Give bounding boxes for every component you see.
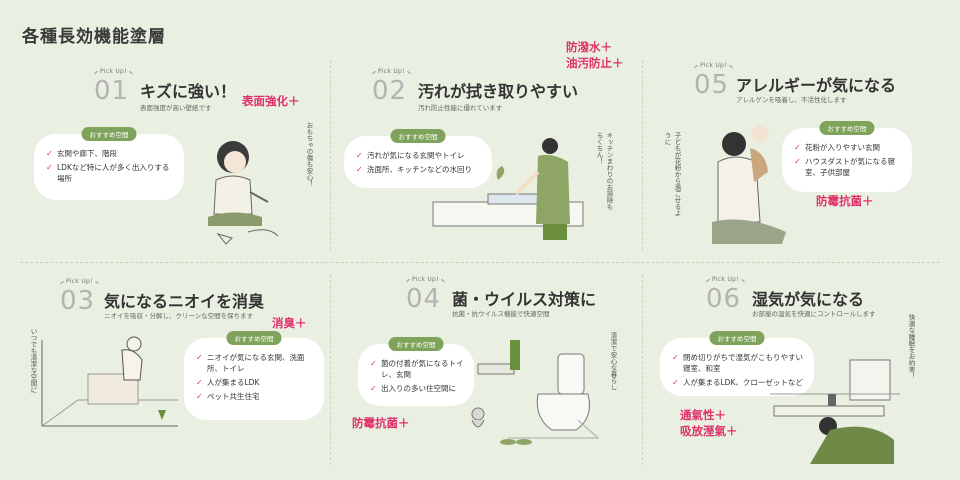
pickup-label: Pick Up! (66, 278, 93, 285)
recommend-bubble: おすすめ空間 ニオイが気になる玄関、洗面所、トイレ 人が集まるLDK ペット共生… (184, 331, 324, 420)
panel-04: Pick Up! 04 菌・ウイルス対策に 抗菌・抗ウイルス機能で快適空間 おす… (338, 270, 638, 480)
feature-tag: 吸放溼氣＋ (680, 424, 738, 438)
handwritten-note: キッチンまわりのお掃除もらくちん！ (595, 132, 613, 210)
recommend-badge: おすすめ空間 (388, 337, 444, 351)
panel-01: Pick Up! 01 キズに強い！ 表面強度が高い壁紙です 表面強化＋ おすす… (28, 62, 328, 272)
panel-subtitle: 表面強度が高い壁紙です (140, 104, 212, 112)
handwritten-note: 快適な睡眠をお約束！ (907, 314, 915, 379)
divider-vertical-2 (642, 60, 643, 250)
recommend-badge: おすすめ空間 (81, 127, 137, 141)
mother-baby-illustration (712, 125, 786, 244)
recommend-item: ニオイが気になる玄関、洗面所、トイレ (196, 352, 314, 374)
recommend-badge: おすすめ空間 (226, 331, 282, 345)
panel-subtitle: お部屋の湿気を快適にコントロールします (752, 310, 876, 318)
recommend-bubble: おすすめ空間 汚れが気になる玄関やトイレ 洗面所、キッチンなどの水回り (344, 129, 492, 188)
feature-tag: 通氣性＋ (680, 408, 726, 422)
recommend-badge: おすすめ空間 (709, 331, 765, 345)
recommend-item: 花粉が入りやすい玄関 (794, 142, 902, 153)
page-title: 各種長効機能塗層 (22, 27, 166, 47)
handwritten-note: 清潔で安心な暮らし (609, 332, 617, 391)
panel-number: 02 (372, 76, 408, 106)
panel-title: アレルギーが気になる (736, 76, 897, 95)
panel-06: Pick Up! 06 湿気が気になる お部屋の湿気を快適にコントロールします … (650, 270, 950, 480)
panel-number: 06 (706, 284, 742, 314)
divider-vertical-1 (330, 60, 331, 250)
recommend-item: 菌の付着が気になるトイレ、玄関 (370, 358, 464, 380)
recommend-bubble: おすすめ空間 閉め切りがちで湿気がこもりやすい寝室、和室 人が集まるLDK、クロ… (660, 331, 814, 396)
pickup-label: Pick Up! (712, 276, 739, 283)
feature-tag: 消臭＋ (272, 316, 307, 330)
kitchen-cleaning-illustration (432, 138, 584, 240)
feature-tag: 表面強化＋ (242, 94, 300, 108)
bedroom-illustration (770, 359, 900, 464)
panel-subtitle: アレルゲンを吸着し、不活性化します (736, 96, 847, 104)
feature-tag: 防霉抗菌＋ (352, 416, 410, 430)
panel-number: 01 (94, 76, 130, 106)
pet-room-illustration (41, 336, 178, 427)
pickup-label: Pick Up! (100, 68, 127, 75)
recommend-item: ハウスダストが気になる寝室、子供部屋 (794, 156, 902, 178)
divider-horizontal (20, 262, 940, 263)
handwritten-note: 子どもが花粉から過ごせるように (663, 132, 681, 217)
panel-subtitle: 抗菌・抗ウイルス機能で快適空間 (452, 310, 550, 318)
recommend-item: 出入りの多い住空間に (370, 383, 464, 394)
recommend-bubble: おすすめ空間 玄関や廊下、階段 LDKなど特に人が多く出入りする場所 (34, 127, 184, 200)
panel-subtitle: 汚れ防止性能に優れています (418, 104, 503, 112)
panel-number: 03 (60, 286, 96, 316)
panel-05: Pick Up! 05 アレルギーが気になる アレルゲンを吸着し、不活性化します… (650, 62, 950, 272)
feature-tag: 防潑水＋ (566, 40, 612, 54)
panel-title: 汚れが拭き取りやすい (418, 82, 579, 101)
recommend-item: 人が集まるLDK、クローゼットなど (672, 377, 804, 388)
recommend-item: 人が集まるLDK (196, 377, 314, 388)
panel-02: Pick Up! 02 汚れが拭き取りやすい 汚れ防止性能に優れています 防潑水… (338, 40, 638, 272)
panel-number: 05 (694, 70, 730, 100)
panel-title: 菌・ウイルス対策に (452, 290, 597, 309)
recommend-badge: おすすめ空間 (390, 129, 446, 143)
panel-03: Pick Up! 03 気になるニオイを消臭 ニオイを吸収・分解し、クリーンな空… (28, 270, 328, 480)
recommend-item: 閉め切りがちで湿気がこもりやすい寝室、和室 (672, 352, 804, 374)
recommend-item: 汚れが気になる玄関やトイレ (356, 150, 482, 161)
recommend-bubble: おすすめ空間 花粉が入りやすい玄関 ハウスダストが気になる寝室、子供部屋 (782, 121, 912, 192)
handwritten-note: おもちゃの傷も安心！ (305, 122, 313, 187)
feature-tag: 油汚防止＋ (566, 56, 624, 70)
feature-tag: 防霉抗菌＋ (816, 194, 874, 208)
recommend-item: 洗面所、キッチンなどの水回り (356, 164, 482, 175)
divider-vertical-3 (330, 275, 331, 465)
pickup-label: Pick Up! (378, 68, 405, 75)
divider-vertical-4 (642, 275, 643, 465)
child-playing-illustration (208, 141, 279, 245)
recommend-bubble: おすすめ空間 菌の付着が気になるトイレ、玄関 出入りの多い住空間に (358, 337, 474, 406)
recommend-item: LDKなど特に人が多く出入りする場所 (46, 162, 174, 184)
toilet-illustration (471, 340, 600, 445)
panel-number: 04 (406, 284, 442, 314)
recommend-item: 玄関や廊下、階段 (46, 148, 174, 159)
recommend-item: ペット共生住宅 (196, 391, 314, 402)
panel-title: 湿気が気になる (752, 290, 865, 309)
panel-title: 気になるニオイを消臭 (104, 292, 265, 311)
panel-title: キズに強い！ (140, 82, 237, 101)
pickup-label: Pick Up! (700, 62, 727, 69)
recommend-badge: おすすめ空間 (819, 121, 875, 135)
panel-subtitle: ニオイを吸収・分解し、クリーンな空間を保ちます (104, 312, 254, 320)
pickup-label: Pick Up! (412, 276, 439, 283)
handwritten-note: いつでも清潔な空間に (29, 328, 37, 393)
